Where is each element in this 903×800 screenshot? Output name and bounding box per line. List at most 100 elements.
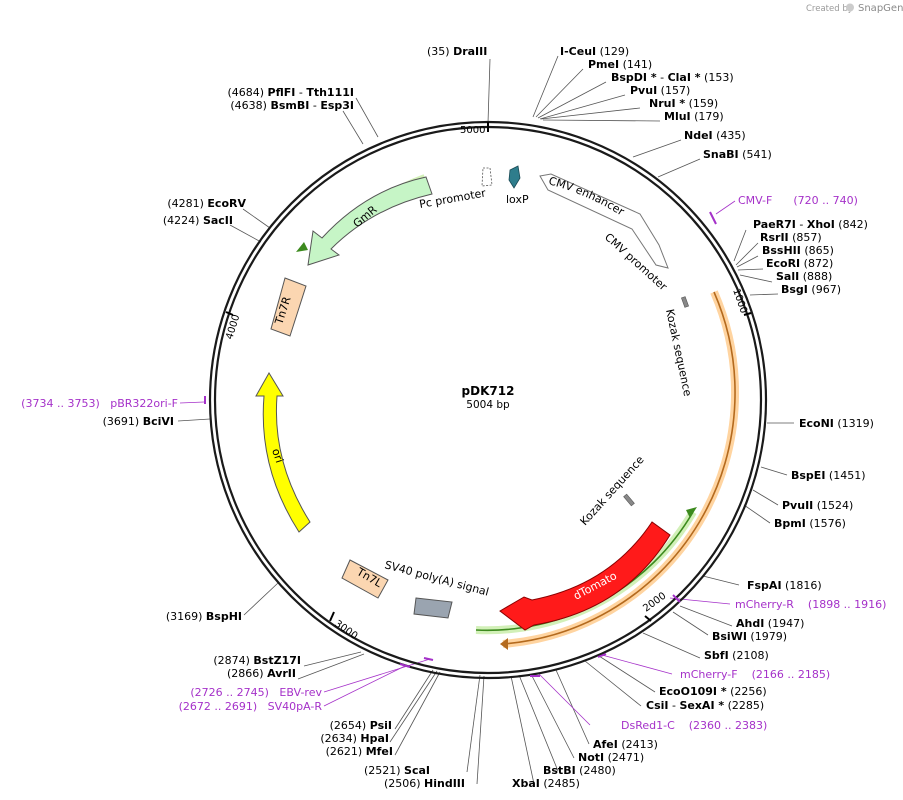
site-position: (4281) [167,197,207,210]
site-enzyme: BsiWI [712,630,747,643]
site-position: (4684) [227,86,267,99]
restriction-site-label-left-12: (2506) HindIII [384,777,465,790]
restriction-site-label-left-0: (4684) PflFI - Tth111I [227,86,354,99]
site-position: (2654) [330,719,370,732]
feature-label-kozak-2: Kozak sequence [578,453,647,528]
site-enzyme: SbfI [704,649,729,662]
site-enzyme: HindIII [424,777,465,790]
site-enzyme: EcoRI [766,257,800,270]
site-enzyme: FspAI [747,579,782,592]
site-position: (842) [835,218,868,231]
site-enzyme: I-CeuI [560,45,596,58]
restriction-site-label-left-3: (4224) SacII [163,214,233,227]
restriction-site-label-right-24: CsiI - SexAI * (2285) [646,699,764,712]
restriction-site-label-right-28: XbaI (2485) [512,777,580,790]
site-position: (2866) [227,667,267,680]
restriction-site-label-left-2: (4281) EcoRV [167,197,246,210]
site-position: (159) [685,97,718,110]
tick-2000 [644,615,652,622]
restriction-site-label-left-5: (3169) BspHI [166,610,242,623]
restriction-site-label-right-0: (35) DraIII [427,45,487,58]
site-enzyme: XhoI [807,218,835,231]
site-position: (157) [657,84,690,97]
site-enzyme: NdeI [684,129,713,142]
site-position: (1979) [747,630,787,643]
site-enzyme: ScaI [404,764,430,777]
site-position: (179) [691,110,724,123]
restriction-site-label-right-6: MluI (179) [664,110,724,123]
green-orf-arrowhead [686,507,697,518]
tick-label-5000: 5000 [460,125,485,136]
restriction-site-label-right-15: EcoNI (1319) [799,417,874,430]
restriction-site-label-right-22: SbfI (2108) [704,649,769,662]
site-enzyme: NruI * [649,97,685,110]
site-position: (2256) [727,685,767,698]
restriction-site-label-right-23: EcoO109I * (2256) [659,685,767,698]
restriction-site-label-right-17: PvuII (1524) [782,499,853,512]
restriction-site-label-right-2: PmeI (141) [588,58,652,71]
site-position: (2634) [320,732,360,745]
primer-label-mcherry-f: mCherry-F (2166 .. 2185) [680,668,830,681]
restriction-site-label-left-4: (3691) BciVI [103,415,174,428]
restriction-site-label-right-8: SnaBI (541) [703,148,772,161]
cmv-arrow [539,173,669,269]
restriction-site-label-left-9: (2634) HpaI [320,732,389,745]
loxp-arrow [508,165,521,189]
restriction-site-label-right-11: BssHII (865) [762,244,834,257]
leader-lines [177,55,794,785]
site-enzyme: DraIII [453,45,487,58]
restriction-site-label-right-4: PvuI (157) [630,84,690,97]
restriction-site-label-left-10: (2621) MfeI [326,745,393,758]
primer-marks [204,211,717,677]
site-enzyme: HpaI [360,732,389,745]
site-enzyme: XbaI [512,777,540,790]
site-position: (1524) [813,499,853,512]
site-position: - [796,218,807,231]
restriction-site-label-left-1: (4638) BsmBI - Esp3I [230,99,354,112]
site-position: (1816) [782,579,822,592]
plasmid-name: pDK712 [462,384,515,398]
site-enzyme: PvuI [630,84,657,97]
site-position: (1319) [834,417,874,430]
restriction-site-label-right-13: SalI (888) [776,270,832,283]
site-enzyme: BpmI [774,517,806,530]
dtomato-arrow [499,521,671,631]
restriction-site-label-right-26: NotI (2471) [578,751,644,764]
primer-label-dsred1-c: DsRed1-C (2360 .. 2383) [621,719,767,732]
orange-orf-line [502,291,736,645]
primer-label-mcherry-r: mCherry-R (1898 .. 1916) [735,598,886,611]
site-position: (2874) [213,654,253,667]
site-enzyme: BspHI [206,610,242,623]
restriction-site-label-left-7: (2866) AvrII [227,667,296,680]
site-position: (3169) [166,610,206,623]
site-position: (872) [800,257,833,270]
site-position: (153) [701,71,734,84]
kozak-bar-1 [681,296,689,308]
restriction-site-label-right-21: BsiWI (1979) [712,630,787,643]
restriction-site-label-left-11: (2521) ScaI [364,764,430,777]
site-enzyme: BsgI [781,283,808,296]
site-position: - [657,71,668,84]
plasmid-size: 5004 bp [466,399,510,411]
site-enzyme: BssHII [762,244,801,257]
sites-left-group: (4684) PflFI - Tth111I(4638) BsmBI - Esp… [103,86,465,790]
site-enzyme: PflFI [268,86,296,99]
primer-label-pbr322ori-f: (3734 .. 3753) pBR322ori-F [21,397,178,410]
site-position: (541) [739,148,772,161]
site-position: (1947) [764,617,804,630]
tick-label-2000: 2000 [641,591,668,615]
site-enzyme: BsmBI [270,99,309,112]
restriction-site-label-right-9: PaeR7I - XhoI (842) [753,218,868,231]
site-position: (2108) [729,649,769,662]
site-position: - [309,99,320,112]
feature-label-sv40: SV40 poly(A) signal [383,558,490,598]
kozak-bar-2 [623,493,635,507]
site-position: (4638) [230,99,270,112]
site-position: (1576) [806,517,846,530]
snapgene-logo-icon [846,3,854,12]
tick-marks [225,122,752,622]
site-enzyme: PvuII [782,499,813,512]
site-position: (2506) [384,777,424,790]
site-enzyme: EcoNI [799,417,834,430]
site-position: (1451) [825,469,865,482]
